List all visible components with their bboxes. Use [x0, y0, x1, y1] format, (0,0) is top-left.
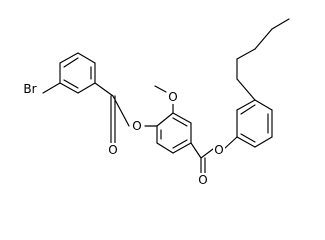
ester1-carbonyl-oxygen: O [107, 143, 119, 157]
methoxy-oxygen: O [167, 90, 179, 104]
bond [172, 139, 188, 149]
bond [254, 99, 273, 111]
bond [240, 133, 256, 143]
bromine-atom: Br [20, 82, 40, 96]
bond [112, 95, 130, 127]
ester2-ether-oxygen: O [213, 143, 225, 157]
bond [172, 117, 188, 127]
bromine-label: Br [23, 82, 36, 96]
oxygen-label: O [132, 119, 141, 133]
bond [271, 18, 290, 30]
oxygen-label: O [214, 143, 223, 157]
bond [156, 142, 174, 154]
bond [254, 28, 273, 50]
bond [59, 82, 79, 94]
bond [77, 52, 96, 64]
bond [236, 99, 256, 111]
atom-labels: Br O O O O O [20, 82, 225, 187]
bond [172, 142, 192, 154]
bond [156, 112, 174, 127]
oxygen-label: O [168, 90, 177, 104]
molecule-canvas: Br O O O O O [20, 18, 290, 187]
bond [236, 48, 256, 60]
bond [172, 112, 192, 124]
bonds [42, 18, 290, 175]
bond [190, 142, 202, 159]
oxygen-label: O [198, 173, 207, 187]
oxygen-label: O [108, 143, 117, 157]
bond [42, 82, 61, 94]
bond [63, 57, 79, 68]
bond [77, 82, 96, 94]
ester1-ether-oxygen: O [131, 119, 143, 133]
bond [223, 136, 238, 150]
bond [63, 79, 79, 89]
ester2-carbonyl-oxygen: O [197, 173, 209, 187]
structure-diagram: Br O O O O O [20, 18, 290, 187]
bond [254, 136, 273, 148]
bond [154, 85, 167, 93]
bond [240, 104, 256, 115]
bond [200, 148, 214, 159]
bond [236, 78, 256, 101]
bond [94, 82, 114, 97]
bond [236, 136, 256, 148]
bond [59, 52, 79, 64]
